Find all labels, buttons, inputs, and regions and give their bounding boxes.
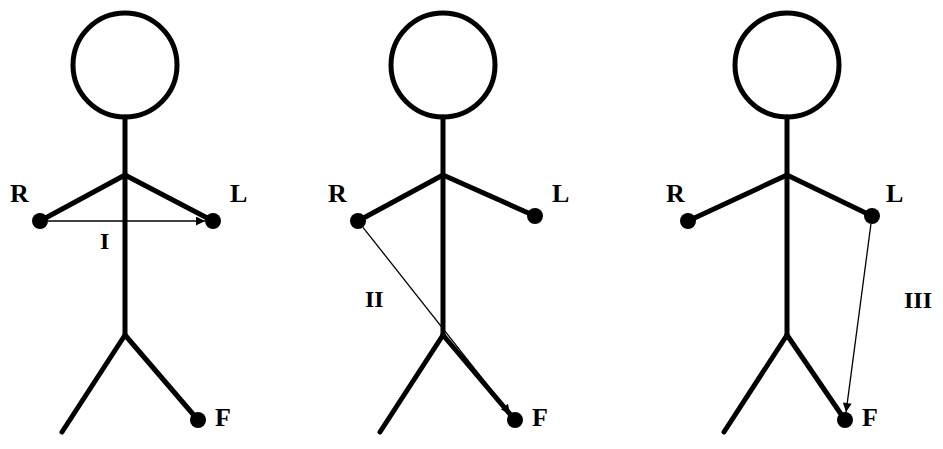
electrode-label: F [862,405,878,431]
electrode-label: L [886,181,903,207]
electrode-dot: L [864,208,880,224]
right-arm [40,175,125,221]
electrode-dot: R [350,213,366,229]
electrode-label: L [230,181,247,207]
head [73,13,177,117]
electrode-dot: F [507,412,523,428]
electrode-label: L [552,181,569,207]
torso [123,117,128,335]
lead-number: III [904,288,932,312]
electrode-label: R [666,181,685,207]
electrode-dot: R [680,213,696,229]
head [735,13,839,117]
right-arm [358,175,443,221]
right-arm [688,175,787,221]
electrode-dot: L [205,213,221,229]
electrode-dot: L [527,208,543,224]
electrode-label: F [532,405,548,431]
lead-number: I [100,229,109,253]
left-leg [787,335,845,420]
electrode-dot: R [32,213,48,229]
electrode-dot: F [837,412,853,428]
right-leg [62,335,125,432]
right-leg [724,335,787,432]
lead-arrow [846,224,871,412]
left-arm [125,175,213,221]
lead-arrow [48,220,205,221]
torso [441,117,446,335]
figure-three [688,13,872,432]
left-leg [125,335,198,420]
electrode-label: R [10,181,29,207]
electrode-label: R [328,181,347,207]
lead-number: II [365,287,384,311]
electrode-label: F [215,405,231,431]
lead-arrow [363,227,510,413]
left-arm [787,175,872,216]
right-leg [380,335,443,432]
left-arm [443,175,535,216]
torso [785,117,790,335]
head [391,13,495,117]
figure-two [358,13,535,432]
figure-one [40,13,213,432]
electrode-dot: F [190,412,206,428]
